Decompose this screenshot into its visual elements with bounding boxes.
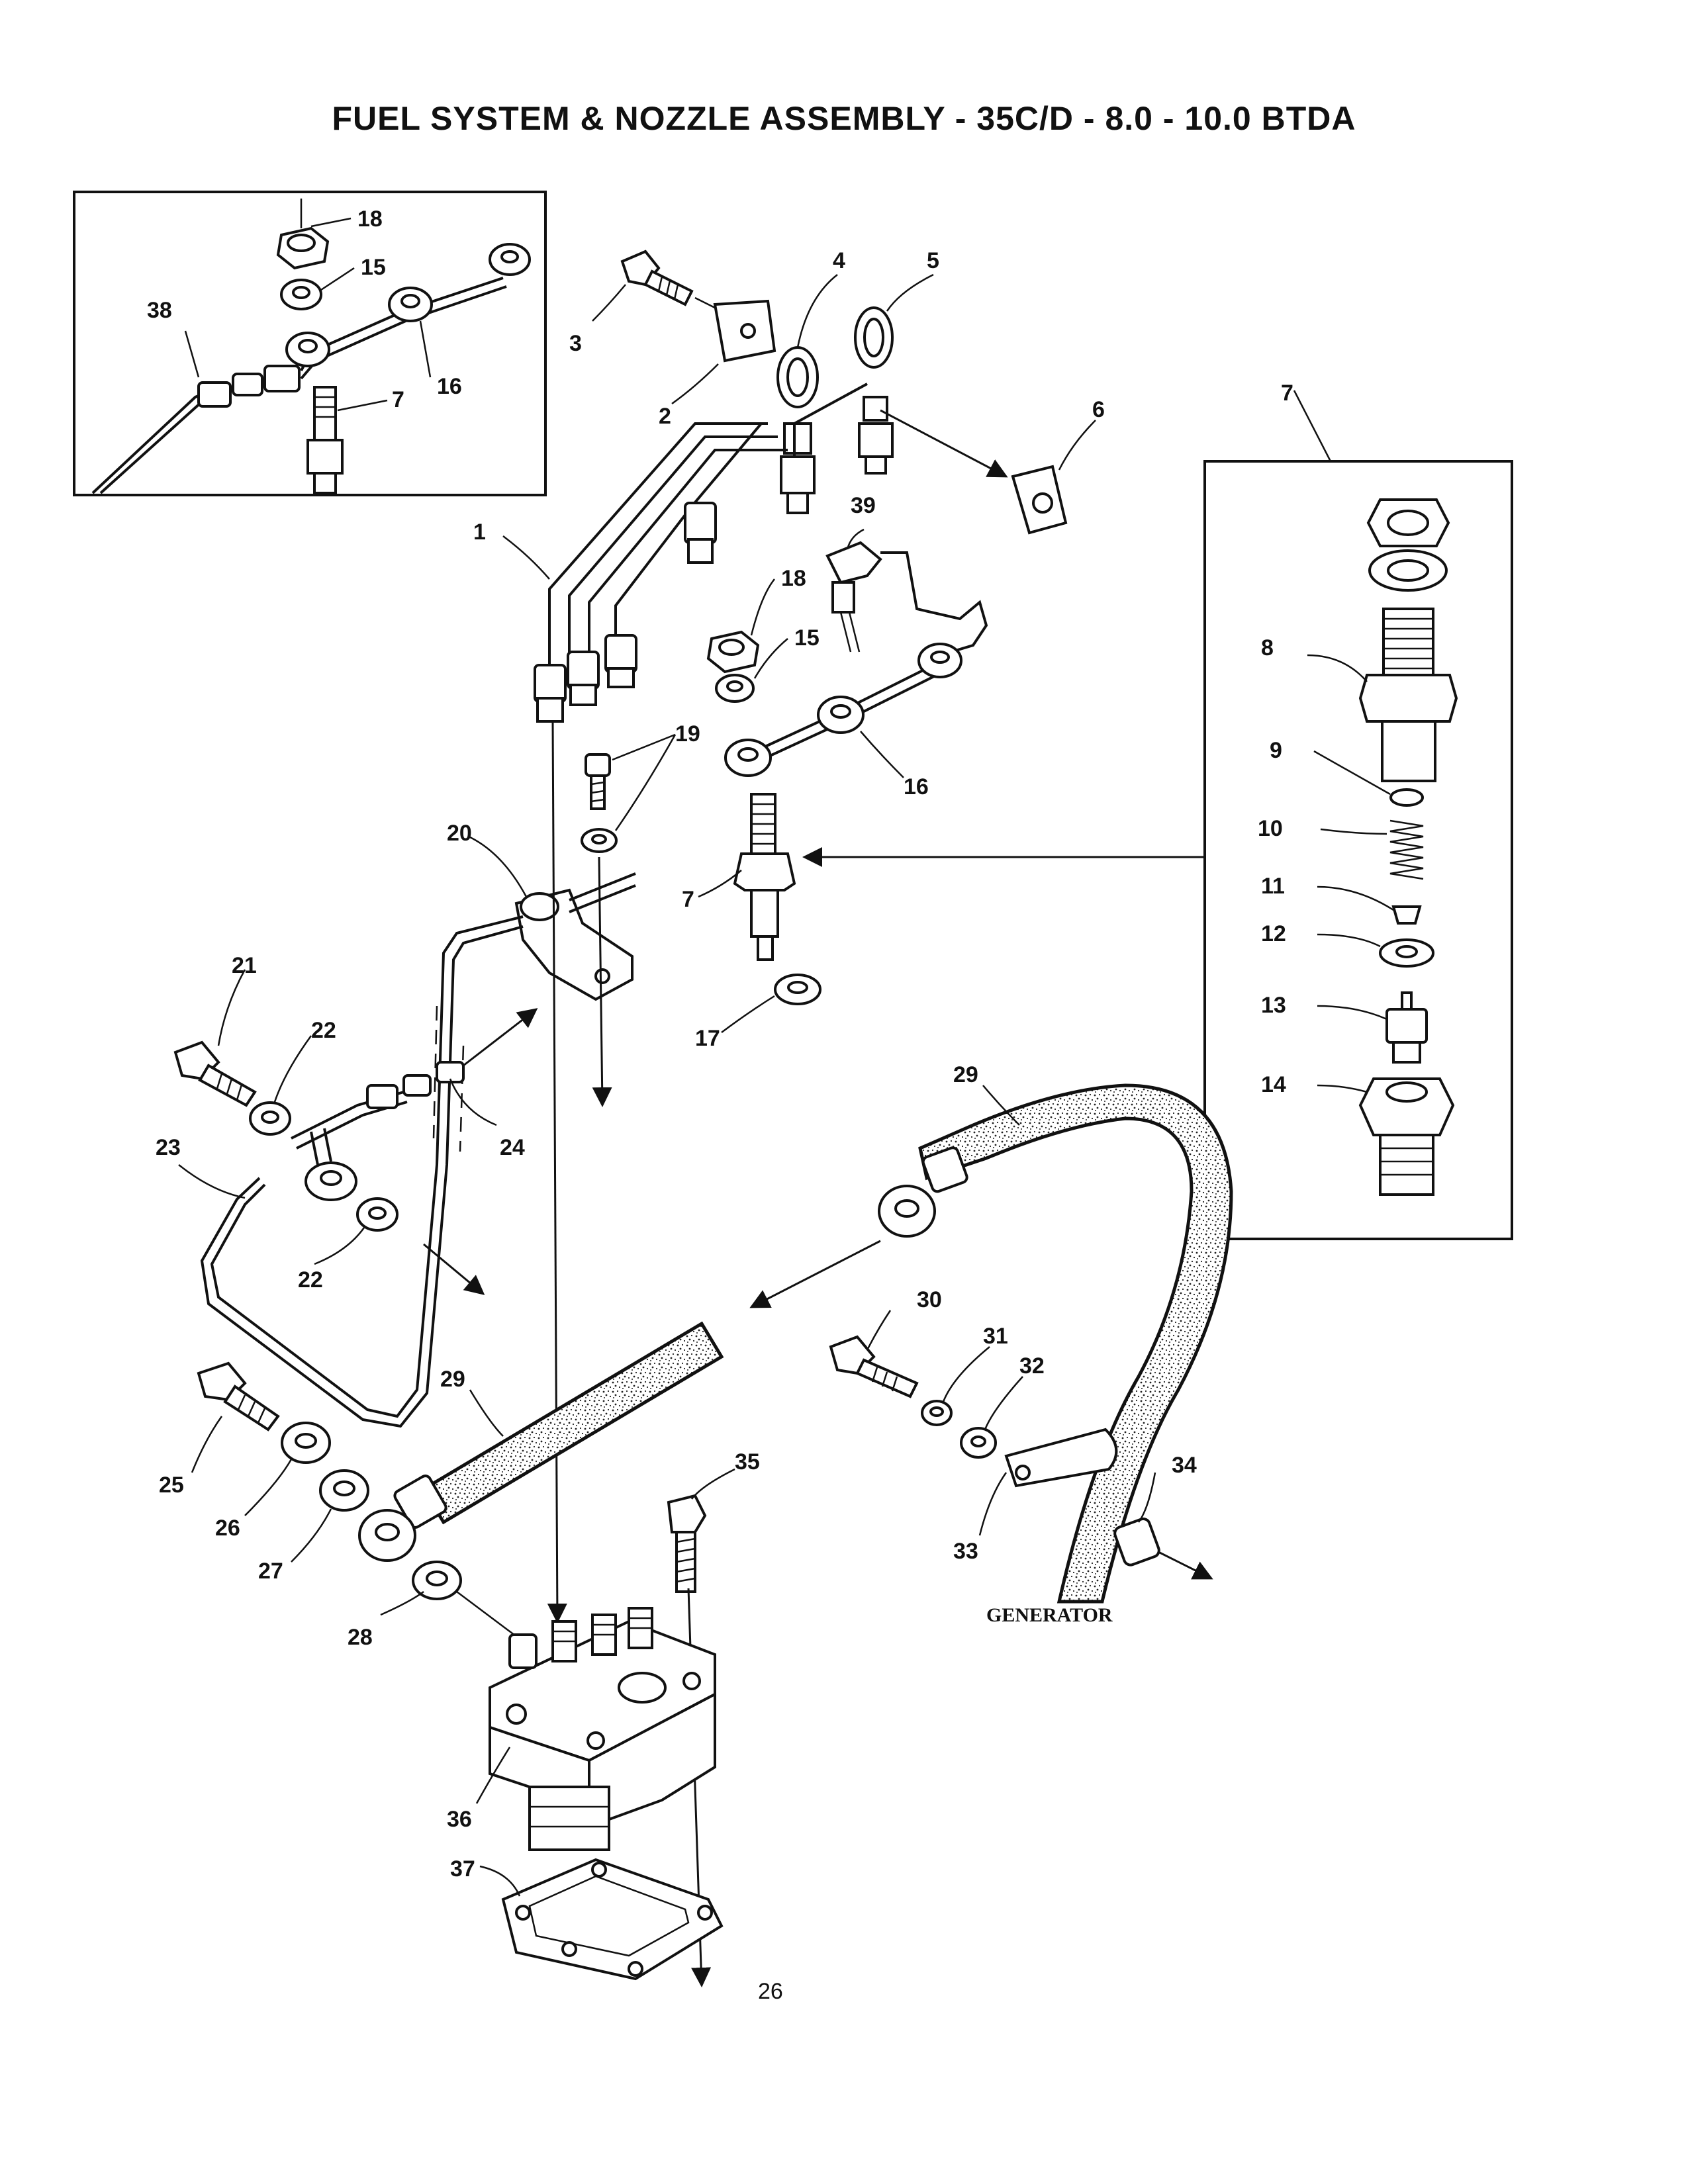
injection-pump-group <box>489 1494 724 1987</box>
fuel-pipe-23 <box>210 915 524 1418</box>
bolt-35 <box>667 1494 707 1533</box>
seat-11 <box>1391 905 1422 925</box>
callout-11: 11 <box>1261 874 1285 899</box>
callout-34: 34 <box>1172 1453 1197 1478</box>
callout-16: 16 <box>904 774 929 799</box>
inset-frame <box>73 191 547 496</box>
retaining-nut-14 <box>1358 1077 1455 1136</box>
callout-3: 3 <box>569 331 582 356</box>
callout-25: 25 <box>159 1473 184 1498</box>
callout-21: 21 <box>232 953 257 978</box>
callout-6: 6 <box>1092 397 1105 422</box>
fuel-hose-29-upper <box>918 1083 1233 1604</box>
fuel-pipe-group <box>173 721 636 1623</box>
arrow-to-clamp-6 <box>880 409 1008 478</box>
spring-10 <box>1389 819 1424 880</box>
page-number: 26 <box>758 1979 783 2004</box>
callout-20: 20 <box>447 821 472 846</box>
callout-18: 18 <box>781 566 806 591</box>
callout-22-top: 22 <box>311 1018 336 1043</box>
callout-15: 15 <box>794 625 820 651</box>
callout-35: 35 <box>735 1449 760 1475</box>
gasket-37 <box>501 1858 724 1981</box>
callout-24: 24 <box>500 1135 525 1160</box>
injection-lines-group <box>534 250 1205 1005</box>
fitting-24a <box>366 1084 399 1109</box>
callout-31: 31 <box>983 1324 1008 1349</box>
callout-18-inset: 18 <box>357 206 383 232</box>
callout-39: 39 <box>851 493 876 518</box>
inset-detail: 18 15 16 7 38 <box>73 191 547 496</box>
bolt-19 <box>585 753 611 777</box>
callout-13: 13 <box>1261 993 1286 1018</box>
callouts: 1 2 3 4 5 6 7 39 18 15 16 19 20 17 21 22… <box>156 248 1197 1882</box>
spacer-34 <box>1113 1518 1160 1567</box>
callout-27: 27 <box>258 1559 283 1584</box>
callout-5: 5 <box>927 248 939 273</box>
nozzle-detail: 7 8 9 10 11 12 13 14 <box>1203 381 1513 1240</box>
callout-8: 8 <box>1261 635 1274 660</box>
inset-nozzle-7 <box>313 386 337 441</box>
nozzle-tip-13 <box>1385 1008 1428 1044</box>
callout-14: 14 <box>1261 1072 1286 1097</box>
leader-lines <box>178 273 1156 1897</box>
pipe-nut-a <box>534 664 567 703</box>
inset-fitting-38b <box>232 373 263 396</box>
callout-16-inset: 16 <box>437 374 462 399</box>
callout-9: 9 <box>1270 738 1282 763</box>
injection-pump-36-base <box>528 1786 610 1851</box>
hose-clamp-33 <box>1004 1428 1118 1488</box>
callout-2: 2 <box>659 404 671 429</box>
callout-7: 7 <box>682 887 694 912</box>
callout-10: 10 <box>1258 816 1283 841</box>
callout-33: 33 <box>953 1539 978 1564</box>
callout-1: 1 <box>473 520 486 545</box>
shim-9 <box>1389 788 1424 807</box>
fitting-24c <box>436 1061 465 1083</box>
guide-line-pump <box>547 721 567 1623</box>
callout-36: 36 <box>447 1807 472 1832</box>
hose-group: GENERATOR <box>197 1083 1233 1642</box>
callout-7-inset: 7 <box>392 387 404 412</box>
callout-17: 17 <box>695 1026 720 1051</box>
holder-8 <box>1382 608 1434 676</box>
elbow-39 <box>825 541 882 584</box>
callout-29-top: 29 <box>953 1062 978 1087</box>
callout-12: 12 <box>1261 921 1286 946</box>
callout-32: 32 <box>1019 1353 1045 1379</box>
callout-23: 23 <box>156 1135 181 1160</box>
inset-fitting-38c <box>263 365 301 392</box>
fuel-hose-29-lower <box>421 1321 724 1525</box>
callout-4: 4 <box>833 248 845 273</box>
nozzle-detail-frame <box>1203 460 1513 1240</box>
callout-26: 26 <box>215 1516 240 1541</box>
callout-22-bottom: 22 <box>298 1267 323 1293</box>
callout-30: 30 <box>917 1287 942 1312</box>
callout-19: 19 <box>675 721 700 747</box>
injection-pipe-1a <box>548 422 768 682</box>
callout-15-inset: 15 <box>361 255 386 280</box>
pipe-nut-b <box>567 651 600 690</box>
callout-7-detail: 7 <box>1281 381 1293 406</box>
callout-38: 38 <box>147 298 172 323</box>
return-hose-39 <box>880 551 988 657</box>
fitting-24b <box>402 1074 432 1097</box>
callout-29-left: 29 <box>440 1367 465 1392</box>
page-title: FUEL SYSTEM & NOZZLE ASSEMBLY - 35C/D - … <box>332 100 1356 137</box>
pipe-nut-c <box>604 634 637 673</box>
inset-fitting-38a <box>197 381 232 408</box>
callout-37: 37 <box>450 1856 475 1882</box>
pipe-nut-d <box>684 502 717 544</box>
callout-28: 28 <box>348 1625 373 1650</box>
generator-caption: GENERATOR <box>986 1604 1113 1626</box>
